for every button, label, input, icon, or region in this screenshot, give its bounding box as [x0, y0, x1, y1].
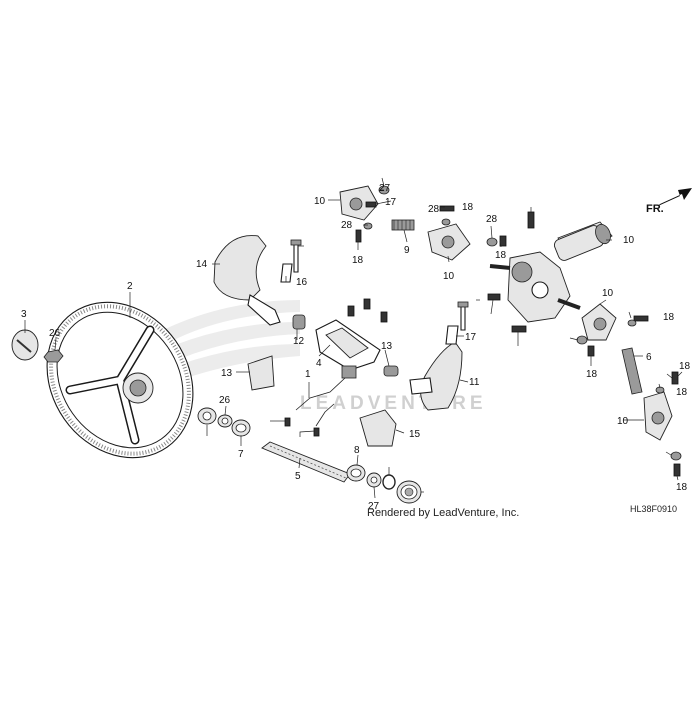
callout-10-lower-b: 10	[617, 416, 629, 427]
callout-18-g: 18	[679, 361, 691, 372]
washer-23	[197, 407, 217, 425]
washer-21-c	[441, 218, 451, 226]
watermark-text: LEADVENTURE	[300, 393, 487, 414]
cover-14	[247, 355, 275, 391]
callout-19: 26	[49, 328, 61, 339]
shaft-6	[621, 347, 643, 395]
front-direction-label: FR.	[646, 203, 664, 215]
callout-18-b: 18	[352, 255, 364, 266]
callout-18-f: 18	[663, 312, 675, 323]
nut-21-h	[670, 451, 682, 461]
harness-1	[295, 365, 357, 427]
nut-21-e	[576, 335, 588, 345]
screw-24-a	[284, 417, 291, 427]
callout-15: 14	[196, 259, 208, 270]
callout-16: 15	[409, 429, 421, 440]
bolt-28-b	[487, 293, 501, 301]
grommet-13-right	[383, 365, 399, 377]
washer-20-right	[366, 472, 382, 488]
callout-21-d: 28	[486, 214, 498, 225]
nut-21-d	[486, 237, 498, 247]
steering-wheel	[46, 301, 194, 459]
callout-12: 11	[469, 377, 480, 388]
eps-unit	[489, 221, 613, 323]
drawing-code: HL38F0910	[630, 504, 677, 514]
callout-10-mid: 10	[443, 271, 455, 282]
callout-18-i: 18	[676, 482, 688, 493]
universal-joint-lower-b	[643, 391, 673, 441]
screw-26-c	[380, 311, 388, 323]
bolt-27-right	[457, 301, 469, 331]
bolt-28-a	[527, 211, 535, 229]
callout-1: 1	[305, 369, 311, 380]
callout-2: 2	[127, 281, 133, 292]
bellows-22	[396, 480, 422, 504]
bracket-4	[315, 319, 381, 371]
callout-18-h: 18	[676, 387, 688, 398]
column-cover-upper	[213, 235, 281, 326]
screw-24-b	[313, 427, 320, 437]
cover-16	[359, 409, 397, 447]
column-cover-lower	[409, 341, 463, 411]
callout-18-e: 18	[586, 369, 598, 380]
callout-8: 8	[354, 445, 360, 456]
bolt-18-b	[355, 229, 362, 243]
screw-26-a	[347, 305, 355, 317]
callout-20-right: 27	[368, 501, 380, 512]
front-direction-arrow	[658, 188, 692, 206]
washer-21-f	[627, 319, 637, 327]
universal-joint-upper	[339, 185, 379, 221]
callout-21-c: 28	[428, 204, 440, 215]
callout-3: 3	[21, 309, 27, 320]
callout-9: 9	[404, 245, 410, 256]
callout-5: 5	[295, 471, 301, 482]
callout-11: 10	[623, 235, 635, 246]
horn-cap	[11, 329, 39, 361]
bolt-18-f	[633, 315, 649, 322]
callout-13-left: 12	[293, 336, 305, 347]
callout-7: 7	[238, 449, 244, 460]
callout-14: 13	[221, 368, 233, 379]
steering-shaft-5	[261, 441, 351, 483]
grommet-13-left	[292, 314, 306, 330]
callout-10-lower-a: 10	[602, 288, 614, 299]
bolt-18-e	[587, 345, 595, 357]
bolt-18-c	[439, 205, 455, 212]
screw-26-b	[363, 298, 371, 310]
callout-21-a: 27	[379, 183, 391, 194]
callout-13-right: 13	[381, 341, 393, 352]
bushing-8	[346, 464, 366, 482]
callout-labels: 3 26 2 26 7 14 16 13 12 13 4 1 5 8 27 15…	[21, 183, 691, 512]
callout-4: 4	[316, 358, 322, 369]
bolt-18-a	[365, 201, 377, 208]
callout-18-a: 17	[385, 197, 397, 208]
render-credit: Rendered by LeadVenture, Inc.	[367, 507, 519, 519]
shaft-9	[391, 219, 415, 231]
callout-17-right: 17	[465, 332, 477, 343]
bolt-18-h	[673, 463, 681, 477]
callout-10-upper: 10	[314, 196, 326, 207]
callout-18-d: 18	[495, 250, 507, 261]
wheel-nut	[43, 349, 64, 363]
spacer-17-left	[280, 263, 293, 283]
bolt-18-g	[671, 371, 679, 385]
bolt-28-c	[511, 325, 527, 333]
callout-18-c: 18	[462, 202, 474, 213]
washer-21-b	[363, 222, 373, 230]
callout-20-left: 26	[219, 395, 231, 406]
bolt-27-left	[290, 239, 302, 273]
callout-17-left: 16	[296, 277, 308, 288]
universal-joint-mid	[427, 223, 471, 261]
universal-joint-lower-a	[581, 303, 617, 341]
ring-25	[382, 474, 396, 490]
callout-6: 6	[646, 352, 652, 363]
bushing-7	[231, 419, 251, 437]
callout-21-b: 28	[341, 220, 353, 231]
washer-20-left	[217, 414, 233, 428]
leader-lines	[24, 177, 683, 499]
spacer-17-right	[445, 325, 459, 345]
